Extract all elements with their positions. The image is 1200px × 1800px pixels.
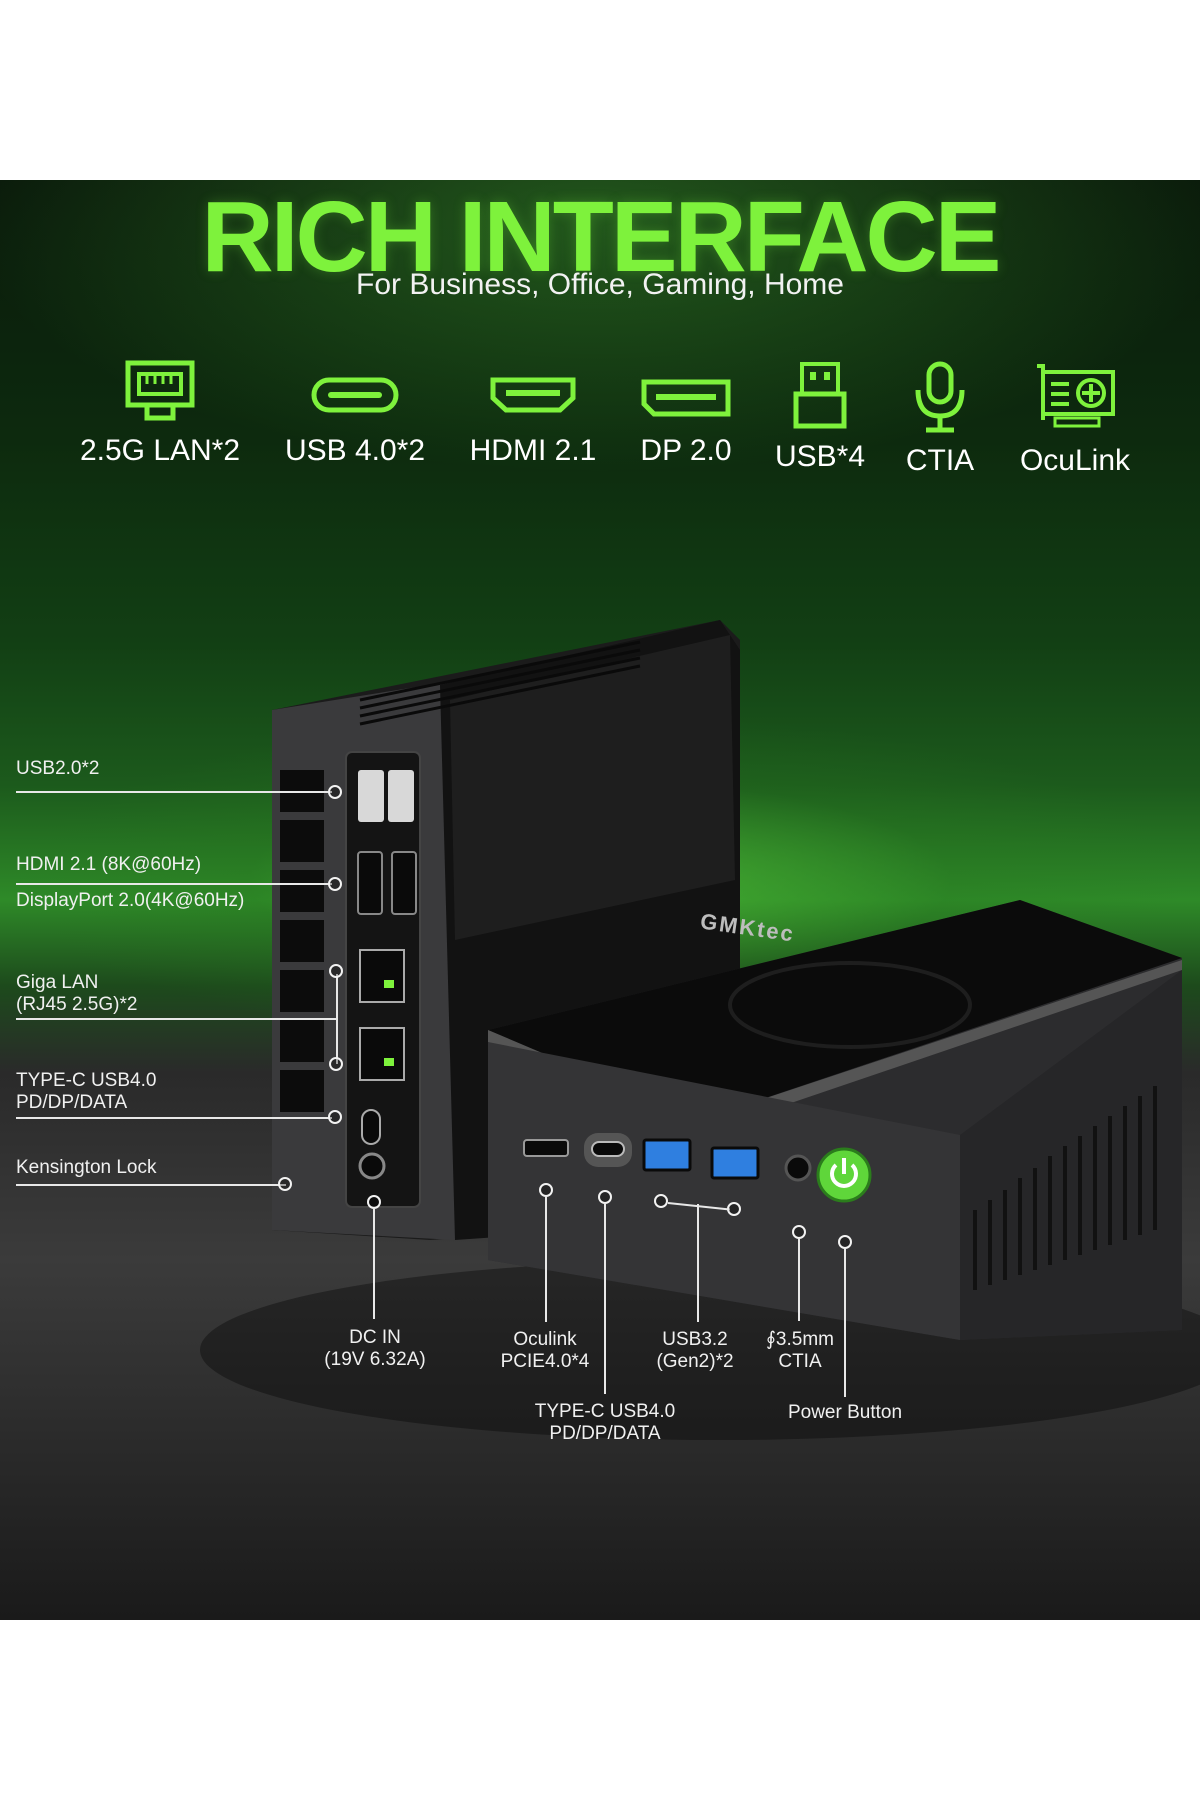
feature-hdmi-label: HDMI 2.1: [469, 434, 597, 467]
feature-usb-label: USB*4: [774, 440, 866, 473]
leader-usb20: [16, 791, 332, 793]
callout-typec-front-line2: PD/DP/DATA: [549, 1423, 661, 1444]
callout-usb20: USB2.0*2: [16, 758, 100, 779]
callout-power: Power Button: [787, 1402, 903, 1423]
callout-audio-line1: ∮3.5mm: [766, 1329, 834, 1350]
hdmi-port-icon: [490, 377, 576, 413]
interface-banner: RICH INTERFACE For Business, Office, Gam…: [0, 180, 1200, 1620]
callout-lan-line1: Giga LAN: [16, 972, 99, 993]
marker-typec-front: [598, 1190, 612, 1204]
leader-typec-side: [16, 1117, 332, 1119]
feature-lan-label: 2.5G LAN*2: [79, 434, 241, 467]
microphone-icon: [915, 361, 965, 433]
graphics-card-icon: [1037, 364, 1115, 428]
leader-dcin: [373, 1209, 375, 1319]
callout-usb32-line2: (Gen2)*2: [656, 1351, 734, 1372]
feature-hdmi: HDMI 2.1: [443, 360, 623, 468]
callout-oculink: Oculink PCIE4.0*4: [470, 1329, 620, 1373]
callout-usb32-line1: USB3.2: [662, 1329, 728, 1350]
feature-dp-label: DP 2.0: [640, 434, 732, 467]
page-subtitle: For Business, Office, Gaming, Home: [356, 268, 844, 301]
callout-dcin-line1: DC IN: [349, 1327, 401, 1348]
feature-usb: USB*4: [730, 360, 910, 474]
callout-dcin-line2: (19V 6.32A): [324, 1349, 426, 1370]
marker-oculink: [539, 1183, 553, 1197]
feature-usb4-label: USB 4.0*2: [284, 434, 426, 467]
usb-c-port-icon: [311, 377, 399, 413]
feature-ctia: CTIA: [850, 360, 1030, 478]
leader-lan: [16, 1018, 336, 1020]
page-title: RICH INTERFACE: [201, 181, 1002, 293]
leader-audio: [798, 1239, 800, 1321]
marker-power: [838, 1235, 852, 1249]
marker-kensington: [278, 1177, 292, 1191]
marker-lan-2: [329, 1057, 343, 1071]
leader-power: [844, 1249, 846, 1397]
top-glow: [0, 180, 1200, 700]
callout-kensington: Kensington Lock: [16, 1157, 157, 1178]
callout-dp: DisplayPort 2.0(4K@60Hz): [16, 890, 245, 911]
lan-port-icon: [125, 360, 195, 421]
callout-typec-front: TYPE-C USB4.0 PD/DP/DATA: [520, 1401, 690, 1445]
leader-kensington: [16, 1184, 286, 1186]
marker-typec-side: [328, 1110, 342, 1124]
callout-audio: ∮3.5mm CTIA: [735, 1329, 865, 1373]
usb-a-port-icon: [793, 362, 847, 429]
callout-typec-front-line1: TYPE-C USB4.0: [534, 1401, 676, 1422]
callout-typec-side-line2: PD/DP/DATA: [16, 1092, 128, 1113]
callout-lan-line2: (RJ45 2.5G)*2: [16, 994, 138, 1015]
callout-oculink-line1: Oculink: [513, 1329, 577, 1350]
callout-typec-side-line1: TYPE-C USB4.0: [16, 1070, 157, 1091]
feature-oculink: OcuLink: [985, 360, 1165, 478]
callout-dcin: DC IN (19V 6.32A): [300, 1327, 450, 1371]
mini-pc-illustration: [200, 620, 1200, 1440]
leader-lan-vertical: [336, 974, 338, 1064]
callout-hdmi: HDMI 2.1 (8K@60Hz): [16, 854, 202, 875]
callout-lan: Giga LAN (RJ45 2.5G)*2: [16, 972, 137, 1016]
feature-lan: 2.5G LAN*2: [70, 360, 250, 468]
leader-typec-front: [604, 1204, 606, 1394]
marker-audio: [792, 1225, 806, 1239]
callout-typec-side: TYPE-C USB4.0 PD/DP/DATA: [16, 1070, 156, 1114]
feature-ctia-label: CTIA: [905, 444, 975, 477]
leader-oculink: [545, 1197, 547, 1322]
callout-oculink-line2: PCIE4.0*4: [500, 1351, 590, 1372]
marker-dcin: [367, 1195, 381, 1209]
marker-usb32-1: [654, 1194, 668, 1208]
leader-usb32: [697, 1204, 699, 1322]
marker-usb20: [328, 785, 342, 799]
callout-audio-line2: CTIA: [778, 1351, 822, 1372]
feature-usb4: USB 4.0*2: [265, 360, 445, 468]
marker-lan-1: [329, 964, 343, 978]
callout-usb32: USB3.2 (Gen2)*2: [625, 1329, 765, 1373]
feature-oculink-label: OcuLink: [1019, 444, 1131, 477]
leader-hdmi: [16, 883, 332, 885]
marker-hdmi: [328, 877, 342, 891]
feature-dp: DP 2.0: [596, 360, 776, 468]
displayport-icon: [641, 379, 731, 417]
